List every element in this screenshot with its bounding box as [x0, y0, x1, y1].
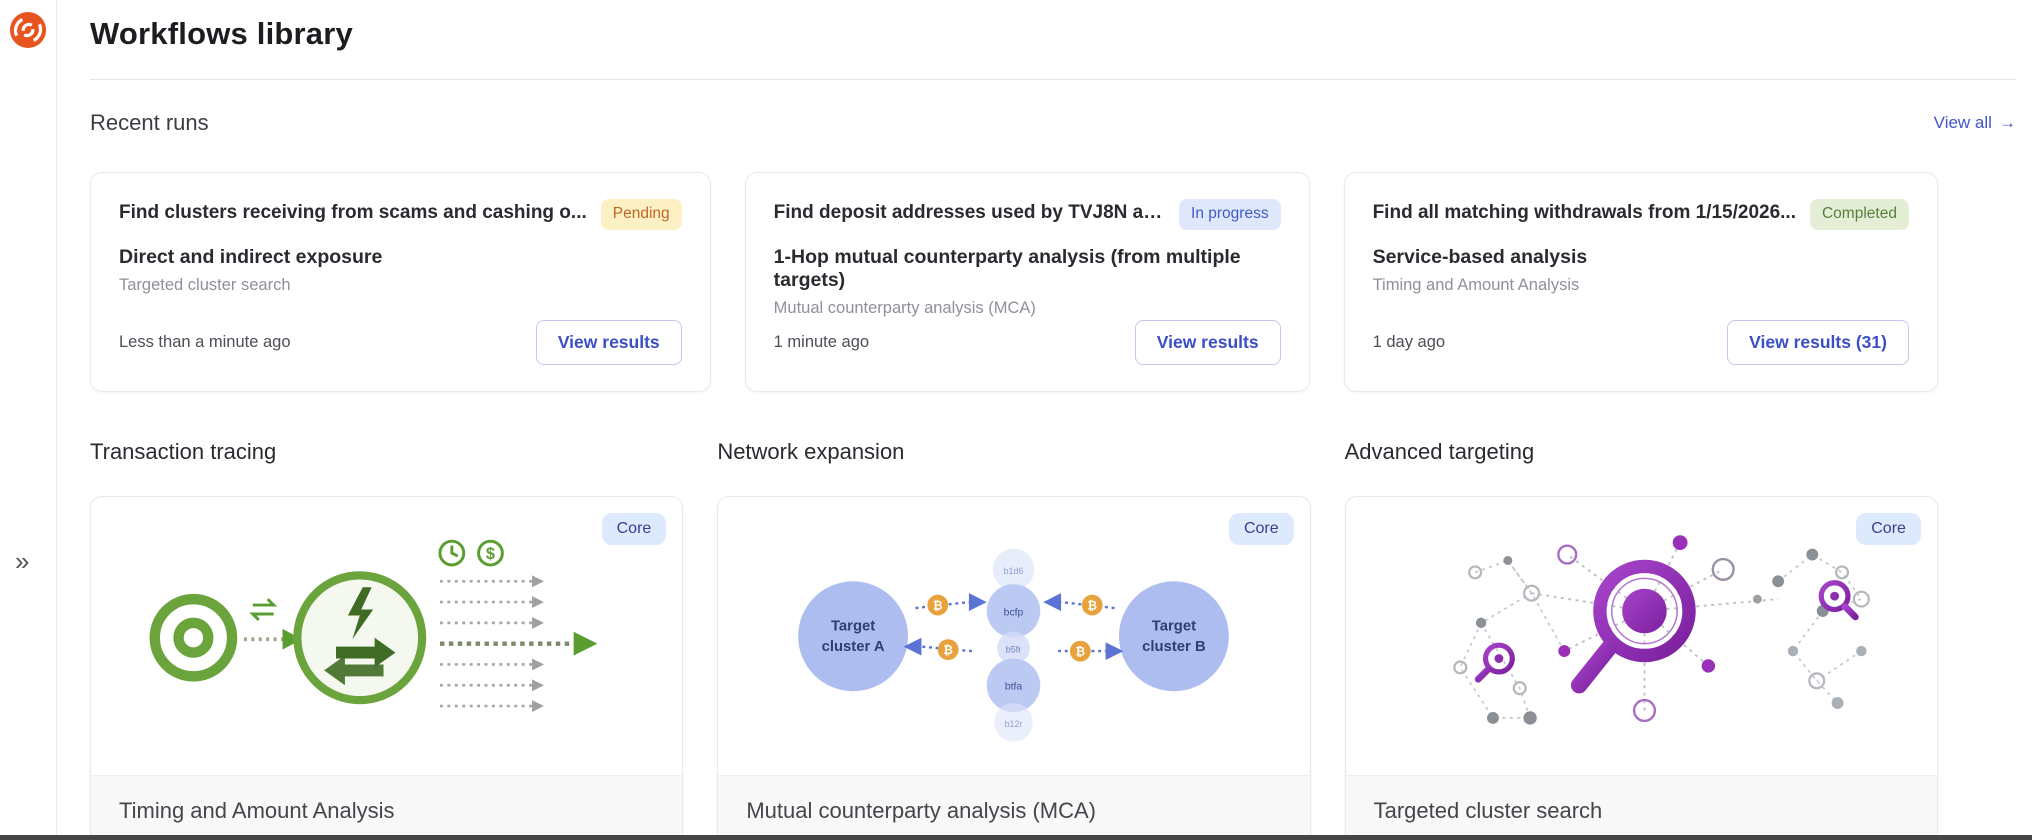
cluster-a-label-line2: cluster A	[822, 639, 885, 655]
sidebar: »	[0, 0, 57, 840]
status-badge-in-progress: In progress	[1179, 199, 1281, 230]
mid-node-label: b12r	[1005, 719, 1023, 729]
run-card-header: Find all matching withdrawals from 1/15/…	[1373, 199, 1909, 230]
run-timestamp: Less than a minute ago	[119, 333, 291, 351]
status-badge-pending: Pending	[600, 199, 682, 230]
view-all-link[interactable]: View all →	[1934, 113, 2016, 133]
small-magnifier-icon	[1818, 579, 1859, 621]
magnifier-icon	[1570, 559, 1696, 694]
arrow-right-icon: →	[1998, 113, 2016, 132]
workflow-card-timing-amount[interactable]: Core	[90, 496, 684, 840]
header-divider	[90, 79, 2016, 80]
run-title: Find all matching withdrawals from 1/15/…	[1372, 202, 1796, 223]
svg-text:₿: ₿	[944, 643, 954, 657]
run-card-pending: Find clusters receiving from scams and c…	[90, 172, 711, 392]
bottom-edge-bar	[0, 835, 2032, 840]
run-workflow-name: Direct and indirect exposure	[119, 245, 383, 268]
view-results-button[interactable]: View results	[1134, 320, 1281, 365]
view-results-button[interactable]: View results	[535, 320, 682, 365]
svg-text:₿: ₿	[933, 598, 943, 612]
mutual-counterparty-illustration: Target cluster A Target cluster B b1d6 b…	[718, 497, 1309, 775]
recent-runs-row: Find clusters receiving from scams and c…	[90, 172, 1938, 392]
run-timestamp: 1 minute ago	[773, 333, 870, 351]
targeted-cluster-search-illustration-icon	[1453, 535, 1870, 725]
workflow-card-targeted-cluster-search[interactable]: Core	[1344, 496, 1938, 840]
core-badge: Core	[601, 513, 667, 545]
core-badge: Core	[1228, 513, 1294, 545]
workflow-section-headers: Transaction tracing Network expansion Ad…	[90, 439, 1938, 465]
run-workflow-name: 1-Hop mutual counterparty analysis (from…	[773, 245, 1241, 291]
run-card-header: Find deposit addresses used by TVJ8N and…	[774, 199, 1281, 230]
page-title: Workflows library	[90, 16, 353, 51]
timing-amount-illustration: $	[91, 497, 682, 775]
mid-node-label: b5fr	[1006, 644, 1021, 654]
run-workflow-category: Targeted cluster search	[119, 275, 291, 294]
run-workflow-category: Timing and Amount Analysis	[1372, 275, 1580, 294]
workflow-card-title: Targeted cluster search	[1345, 775, 1937, 840]
run-title: Find deposit addresses used by TVJ8N and…	[773, 202, 1166, 223]
run-card-header: Find clusters receiving from scams and c…	[119, 199, 682, 230]
mid-node-label: b1d6	[1004, 566, 1024, 576]
svg-text:₿: ₿	[1076, 644, 1086, 658]
cluster-a-label-line1: Target	[831, 618, 875, 634]
mid-node-label: bcfp	[1004, 607, 1024, 618]
chainalysis-logo-icon[interactable]	[9, 11, 47, 49]
recent-runs-header: Recent runs View all →	[90, 110, 2016, 136]
run-workflow-name: Service-based analysis	[1372, 245, 1588, 268]
section-title-advanced-targeting: Advanced targeting	[1344, 439, 1535, 464]
small-magnifier-icon	[1474, 642, 1515, 683]
workflow-card-mutual-counterparty[interactable]: Core Target cluster A Target cluster B	[717, 496, 1311, 840]
sidebar-expand-icon[interactable]: »	[15, 546, 30, 576]
workflow-card-title: Timing and Amount Analysis	[91, 775, 683, 840]
svg-text:$: $	[486, 545, 495, 563]
run-card-completed: Find all matching withdrawals from 1/15/…	[1343, 172, 1938, 392]
mutual-counterparty-illustration-icon: Target cluster A Target cluster B b1d6 b…	[798, 548, 1230, 742]
run-card-footer: 1 minute ago View results	[774, 320, 1281, 365]
status-badge-completed: Completed	[1809, 199, 1909, 230]
workflow-cards-row: Core	[90, 496, 1938, 840]
cluster-b-label-line1: Target	[1152, 618, 1196, 634]
cluster-b-label-line2: cluster B	[1143, 639, 1207, 655]
svg-text:₿: ₿	[1088, 598, 1098, 612]
recent-runs-title: Recent runs	[90, 110, 209, 135]
view-all-label: View all	[1933, 113, 1992, 132]
timing-amount-illustration-icon: $	[149, 539, 598, 712]
run-workflow-category: Mutual counterparty analysis (MCA)	[773, 298, 1036, 317]
core-badge: Core	[1856, 513, 1921, 545]
run-card-footer: Less than a minute ago View results	[119, 320, 682, 365]
run-card-footer: 1 day ago View results (31)	[1373, 320, 1909, 365]
mid-node-label: btfa	[1005, 681, 1023, 692]
workflow-card-title: Mutual counterparty analysis (MCA)	[718, 775, 1310, 840]
view-results-button[interactable]: View results (31)	[1727, 320, 1909, 365]
run-title: Find clusters receiving from scams and c…	[119, 202, 587, 223]
targeted-cluster-search-illustration	[1346, 497, 1937, 775]
run-card-in-progress: Find deposit addresses used by TVJ8N and…	[744, 172, 1310, 392]
main-content: Workflows library Recent runs View all →…	[57, 0, 2032, 840]
section-title-network-expansion: Network expansion	[717, 439, 905, 464]
run-timestamp: 1 day ago	[1372, 333, 1446, 351]
section-title-transaction-tracing: Transaction tracing	[90, 439, 277, 464]
